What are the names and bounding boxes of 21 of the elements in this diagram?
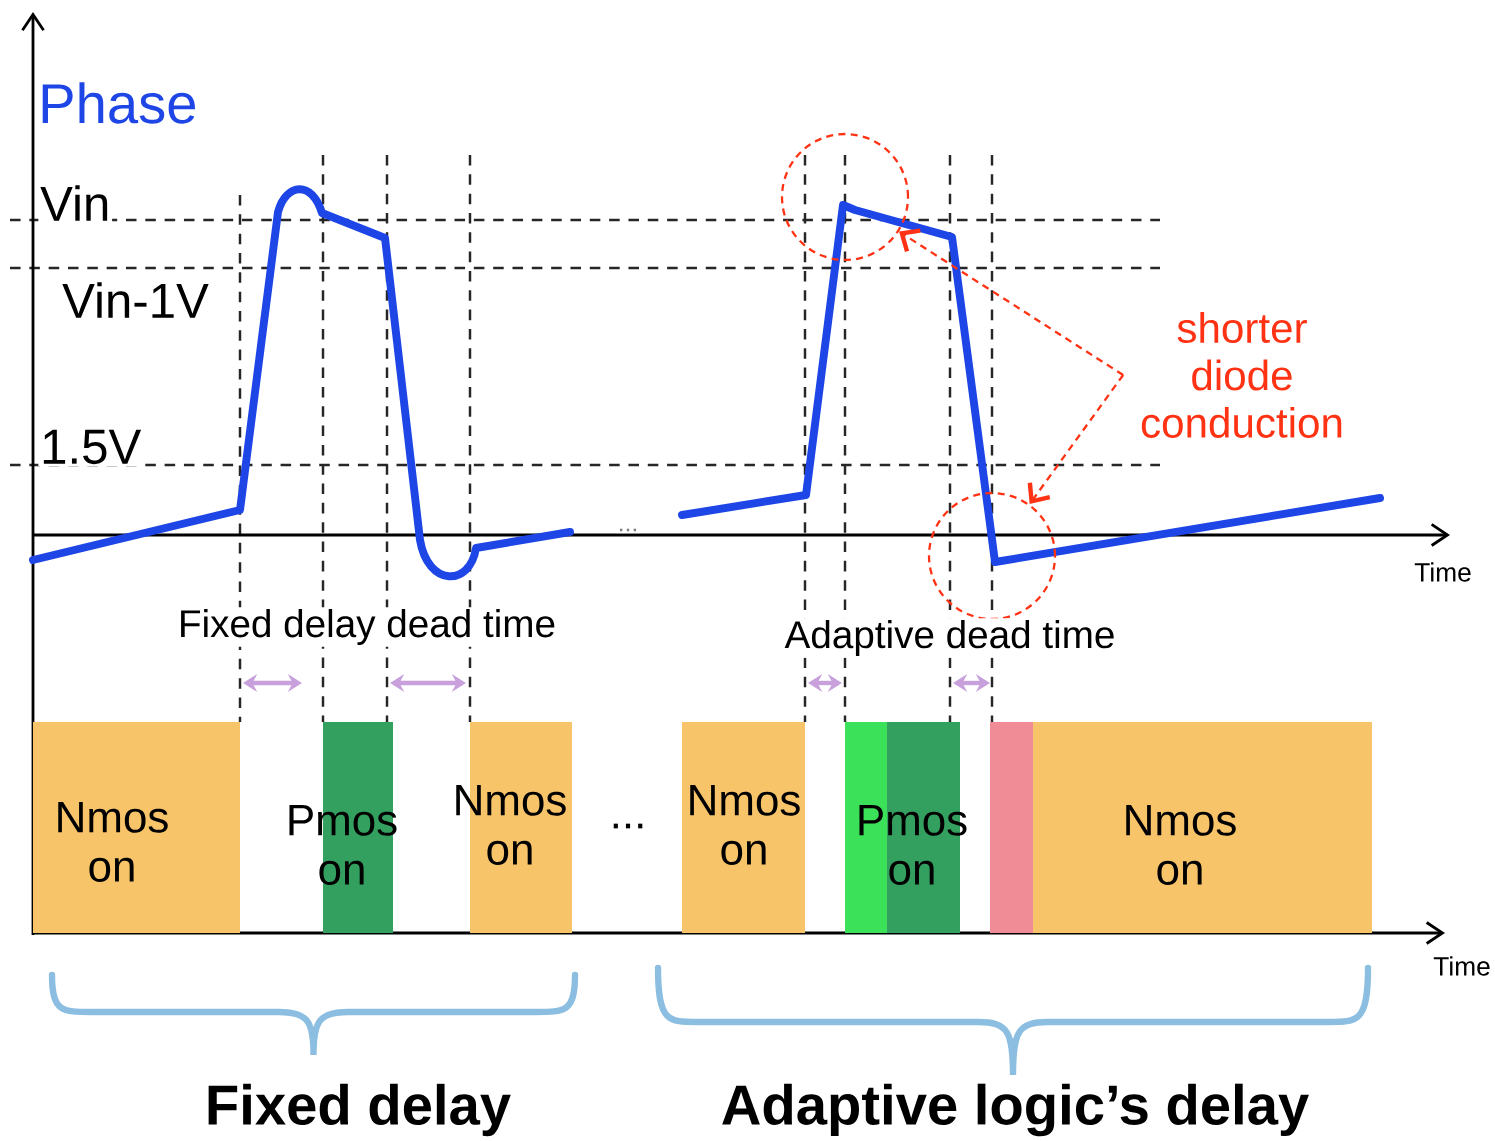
group-title: Adaptive logic’s delay bbox=[719, 1081, 1311, 1139]
leader-line bbox=[1027, 374, 1125, 505]
axis-title: Phase bbox=[36, 80, 200, 126]
highlight-circle bbox=[780, 132, 910, 262]
state-bar bbox=[990, 722, 1033, 933]
callout-text: shorter diode conduction bbox=[1141, 312, 1342, 438]
state-box: Nmos on bbox=[33, 722, 240, 933]
axis-title: Time bbox=[1431, 954, 1493, 978]
ellipsis: ... bbox=[607, 821, 649, 831]
state-box: Nmos on bbox=[682, 722, 805, 933]
group-title: Fixed delay bbox=[203, 1082, 513, 1138]
leader-line bbox=[899, 228, 1124, 376]
voltage-label: 1.5V bbox=[38, 428, 144, 466]
ellipsis: ... bbox=[616, 526, 640, 534]
voltage-label: Vin-1V bbox=[60, 280, 211, 320]
state-box: Nmos on bbox=[1033, 722, 1372, 933]
annotation-text: Fixed delay dead time bbox=[176, 607, 558, 647]
annotation-text: Adaptive dead time bbox=[782, 618, 1118, 658]
axis-title: Time bbox=[1412, 560, 1474, 584]
voltage-label: Vin bbox=[38, 183, 113, 223]
highlight-circle bbox=[927, 491, 1057, 621]
